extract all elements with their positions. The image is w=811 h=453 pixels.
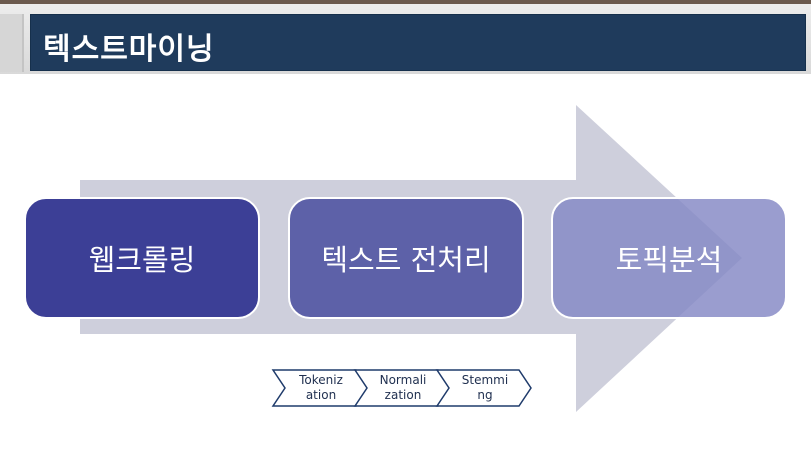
step-topic-analysis: 토픽분석	[551, 197, 787, 319]
top-strip	[0, 0, 811, 4]
substep-label-stemming: Stemmi ng	[461, 373, 509, 402]
step-label: 웹크롤링	[88, 243, 196, 277]
substep-label-tokenization: Tokeniz ation	[299, 373, 343, 402]
step-label: 토픽분석	[615, 243, 723, 277]
slide-title: 텍스트마이닝	[43, 32, 215, 67]
title-bar: 텍스트마이닝	[30, 14, 806, 71]
title-accent	[0, 14, 24, 72]
title-panel: 텍스트마이닝	[0, 4, 811, 74]
step-web-crawling: 웹크롤링	[24, 197, 260, 319]
substep-label-normalization: Normali zation	[379, 373, 427, 402]
chevron-stemming	[435, 369, 532, 407]
step-text-preprocessing: 텍스트 전처리	[288, 197, 524, 319]
step-label: 텍스트 전처리	[321, 243, 491, 277]
